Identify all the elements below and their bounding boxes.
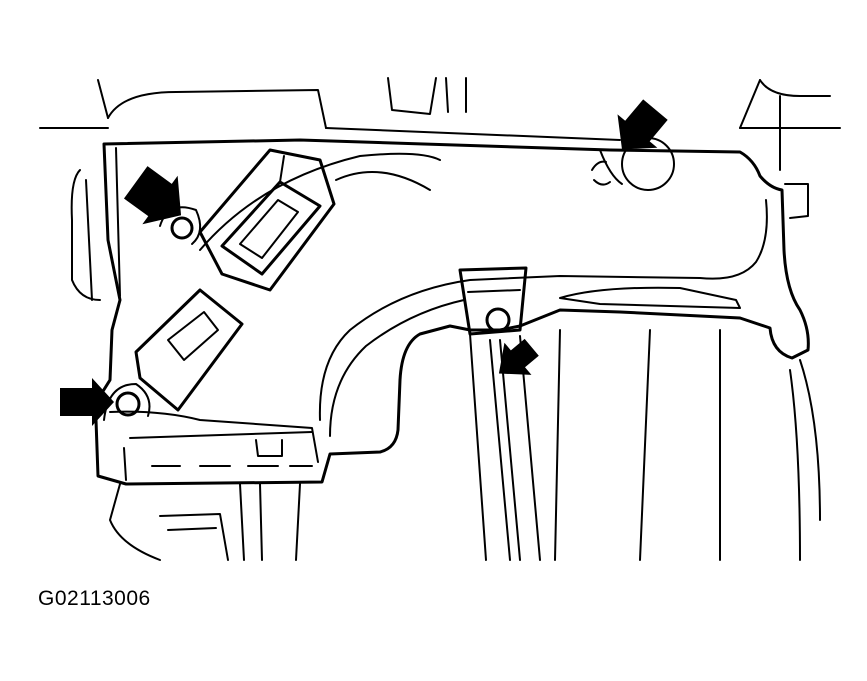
vehicle-body-outline [39, 77, 841, 561]
splash-shield-panel [94, 138, 810, 486]
arrow-lower-left [60, 378, 114, 426]
fastener-upper-left [170, 216, 194, 240]
embossed-pocket-upper [198, 148, 336, 292]
lower-frame-structure [109, 483, 301, 561]
embossed-pocket-lower [134, 288, 244, 412]
arrow-center-strut [498, 338, 539, 375]
fasteners [103, 137, 675, 421]
figure-id-label: G02113006 [38, 587, 151, 610]
arrow-upper-left [123, 166, 182, 225]
support-strut [458, 266, 541, 561]
fastener-center-strut [485, 307, 511, 333]
callout-arrows [60, 99, 668, 426]
arrow-upper-right [617, 99, 668, 150]
fastener-lower-left [115, 391, 141, 417]
